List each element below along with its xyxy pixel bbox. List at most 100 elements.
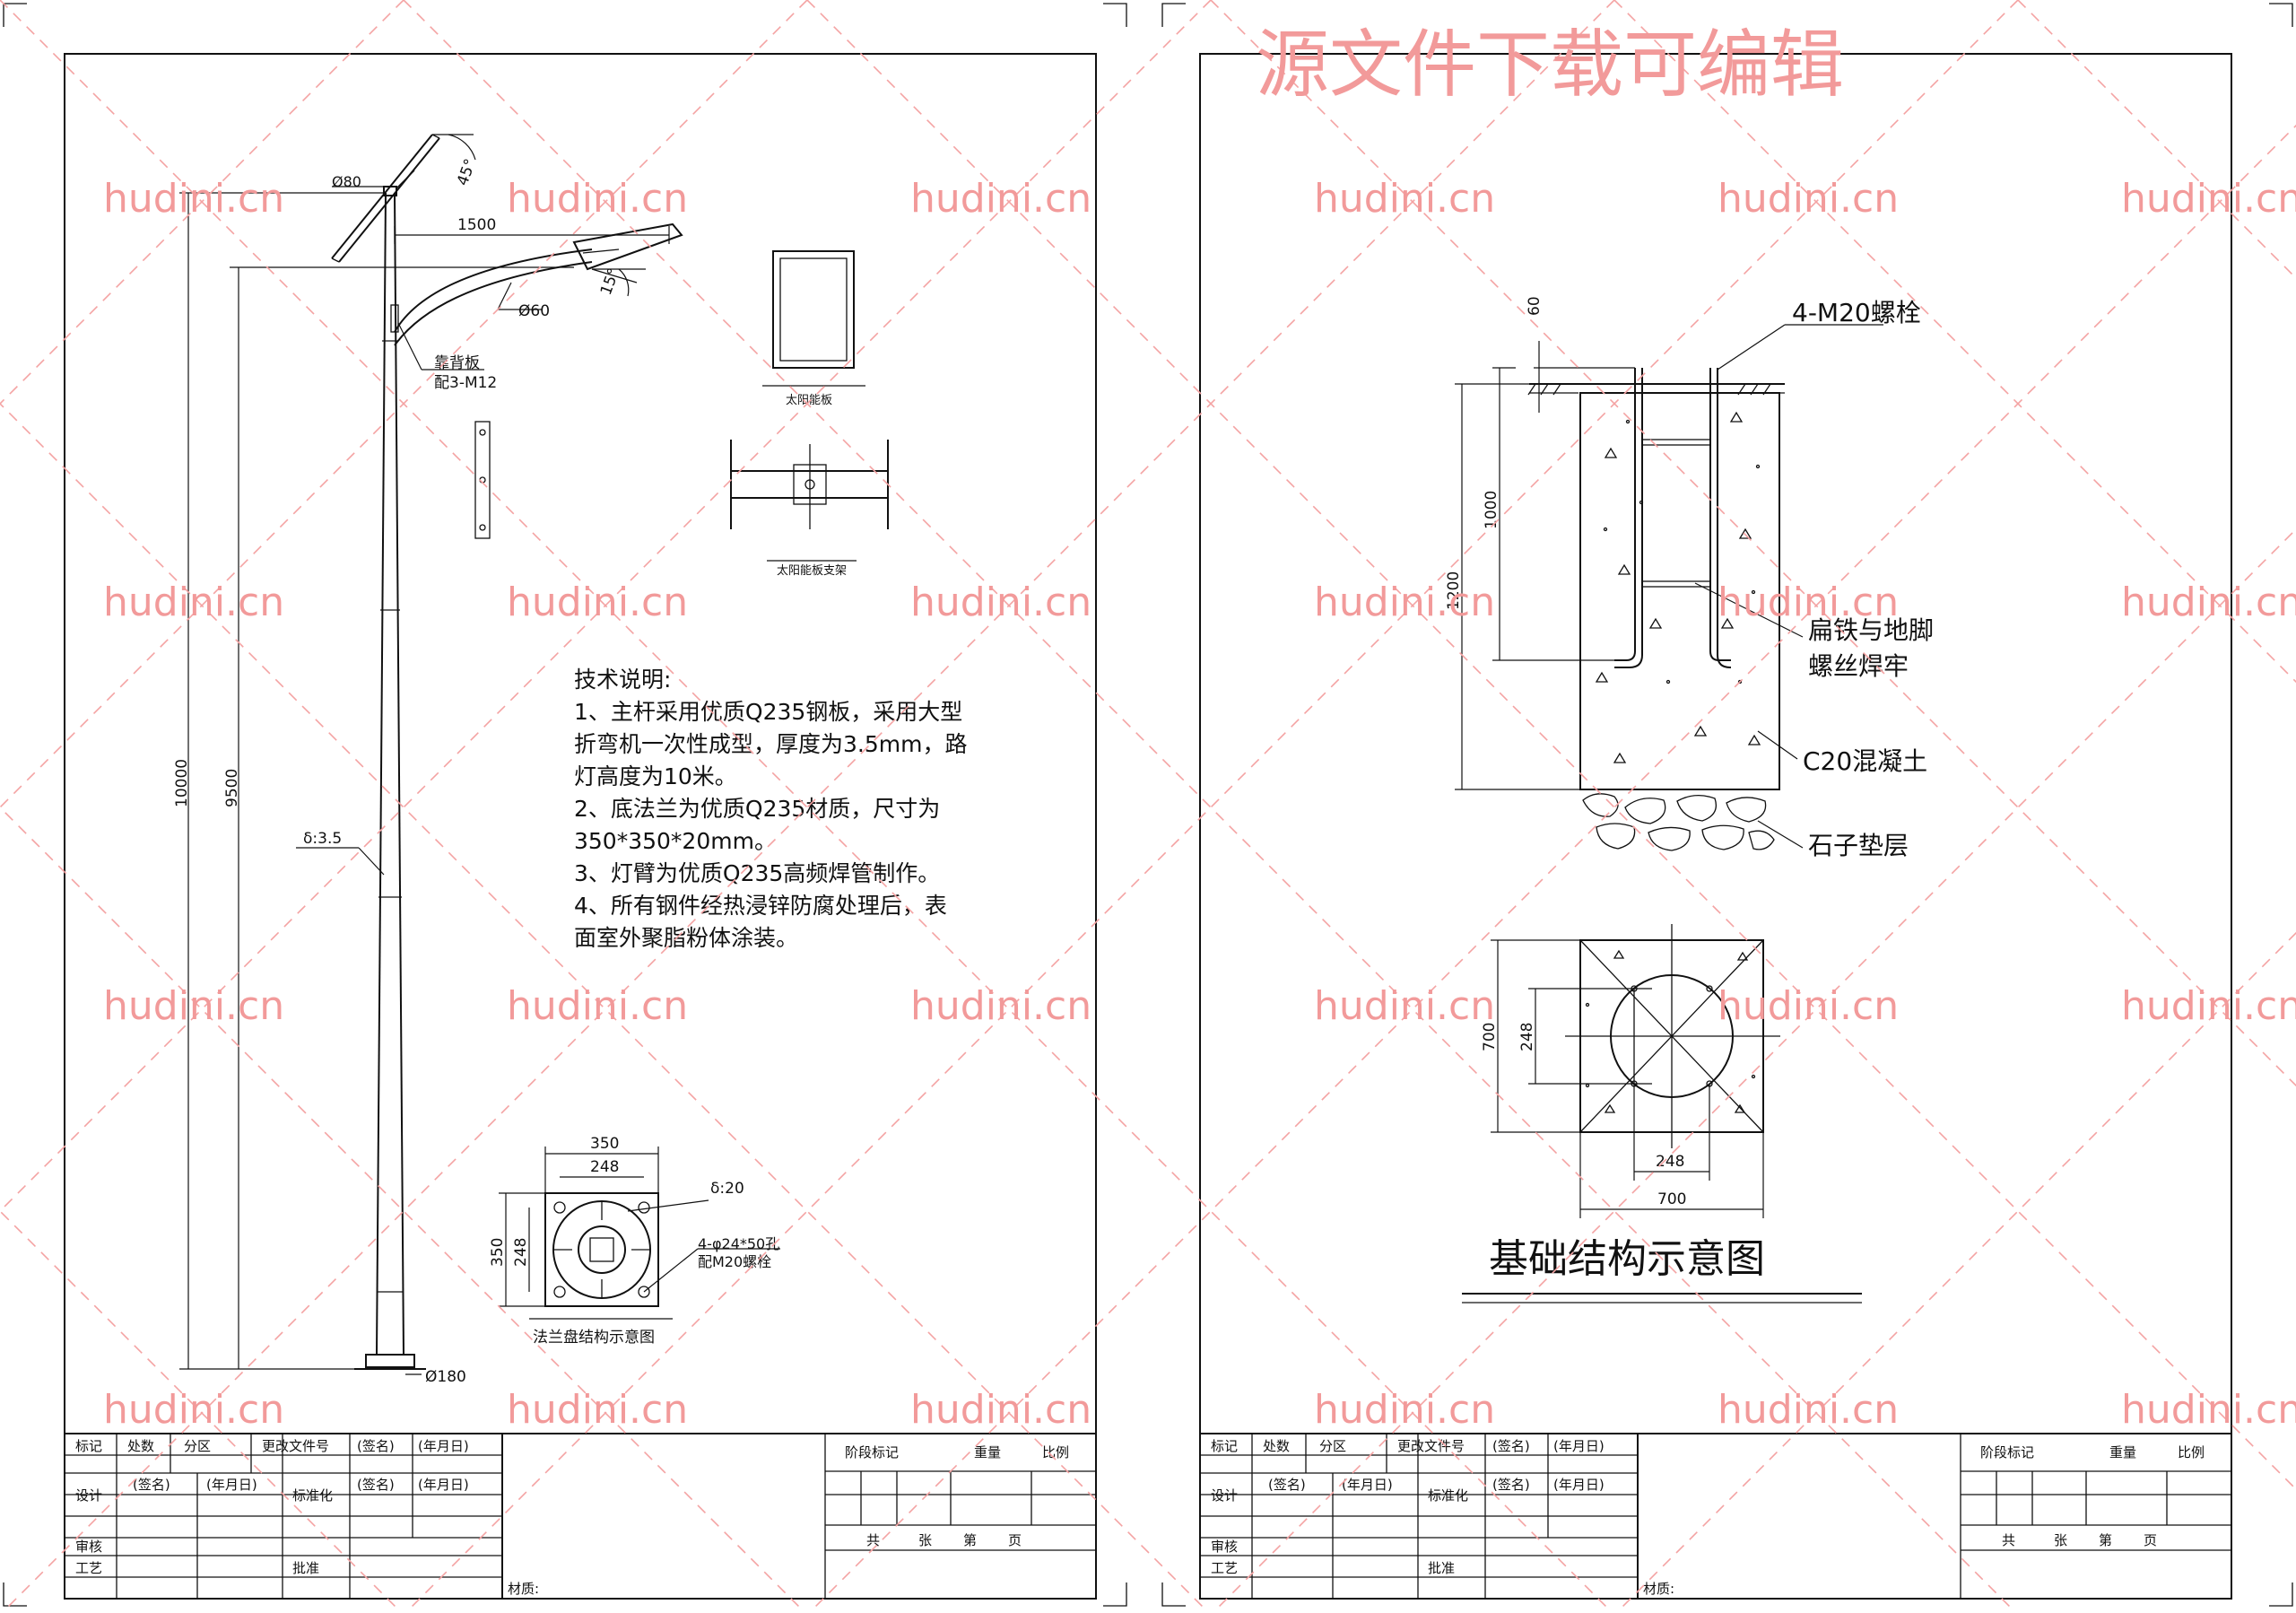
tech-note-line: 折弯机一次性成型，厚度为3.5mm，路 <box>574 731 967 757</box>
foundation-plan: 700 248 248 700 基础结构示意图 <box>1462 924 1862 1303</box>
tech-note-line: 2、底法兰为优质Q235材质，尺寸为 <box>574 796 940 822</box>
tb-stage: 阶段标记 <box>1980 1444 2034 1460</box>
watermark-diagonal <box>2017 0 2296 280</box>
pole-thickness: δ:3.5 <box>303 830 342 848</box>
tb-sheets: 张 <box>2054 1532 2067 1548</box>
watermark-text: hudini.cn <box>507 176 688 222</box>
tech-note-line: 面室外聚脂粉体涂装。 <box>574 925 798 951</box>
pole-height: 10000 <box>173 759 191 807</box>
tb-design: 设计 <box>75 1487 102 1504</box>
tb-weight: 重量 <box>2109 1444 2136 1460</box>
watermark-text: hudini.cn <box>103 580 284 625</box>
solar-panel-front: 太阳能板 <box>762 250 865 407</box>
watermark-diagonal <box>1215 527 2296 1610</box>
tb-material: 材质: <box>1643 1581 1674 1597</box>
sheet-frames <box>3 3 2293 1607</box>
tb-sign-2: (签名) <box>1268 1477 1306 1493</box>
tb-sign-1: (签名) <box>357 1438 395 1454</box>
foundation-depth: 1200 <box>1445 571 1463 610</box>
tb-date-1: (年月日) <box>1553 1438 1605 1454</box>
title-block-left: 标记 处数 分区 更改文件号 (签名) (年月日) 设计 (签名) (年月日) … <box>64 1433 1097 1600</box>
watermark-diagonal <box>1613 0 2296 684</box>
watermark-banner: 源文件下载可编辑 <box>1256 22 1844 108</box>
tb-material: 材质: <box>508 1581 539 1597</box>
anchor-bolt-label: 4-M20螺栓 <box>1792 298 1921 327</box>
panel-label: 太阳能板 <box>786 394 832 407</box>
flange-caption: 法兰盘结构示意图 <box>533 1329 655 1347</box>
tb-design: 设计 <box>1211 1487 1238 1504</box>
arm-diameter: Ø60 <box>518 302 550 320</box>
watermark-diagonal <box>0 1209 399 1610</box>
flange-width: 350 <box>590 1135 619 1153</box>
watermark-text: hudini.cn <box>1314 176 1495 222</box>
tb-date-3: (年月日) <box>418 1477 469 1493</box>
bolt-length: 1000 <box>1483 491 1500 529</box>
title-block-right: 标记 处数 分区 更改文件号 (签名) (年月日) 设计 (签名) (年月日) … <box>1199 1433 2232 1600</box>
watermark-diagonal <box>4 0 1615 1610</box>
foundation-caption: 基础结构示意图 <box>1489 1236 1765 1282</box>
tb-zone: 分区 <box>184 1438 211 1454</box>
watermark-diagonal <box>0 0 808 809</box>
tech-notes: 技术说明: 1、主杆采用优质Q235钢板，采用大型 折弯机一次性成型，厚度为3.… <box>574 667 967 951</box>
weld-note-line-2: 螺丝焊牢 <box>1808 651 1909 681</box>
tb-no: 第 <box>963 1532 977 1548</box>
tb-standard: 标准化 <box>292 1487 333 1504</box>
pole-elevation: Ø80 1500 45° 15° Ø60 靠背板 配3-M12 10000 95… <box>173 134 683 1386</box>
pole-base-diameter: Ø180 <box>425 1368 466 1386</box>
tb-count: 处数 <box>1263 1438 1290 1454</box>
watermark-text: hudini.cn <box>2121 983 2296 1029</box>
back-plate-bolts: 配3-M12 <box>434 374 497 392</box>
left-sheet-border <box>64 53 1097 1600</box>
watermark-text: hudini.cn <box>507 580 688 625</box>
tb-date-1: (年月日) <box>418 1438 469 1454</box>
flange-height: 350 <box>489 1238 507 1267</box>
watermark-text: hudini.cn <box>1314 580 1495 625</box>
foundation-section: 60 1000 1200 4-M20螺栓 扁铁与地脚 螺丝焊牢 C20混凝土 石… <box>1445 296 1934 860</box>
watermark-text: hudini.cn <box>910 580 1091 625</box>
watermark-text: hudini.cn <box>507 983 688 1029</box>
tb-page: 页 <box>1008 1532 1022 1548</box>
tb-approve: 批准 <box>292 1560 319 1576</box>
tb-date-2: (年月日) <box>1342 1477 1393 1493</box>
lamp-height: 9500 <box>223 769 241 807</box>
watermark-diagonal <box>408 0 2019 1610</box>
panel-bracket: 太阳能板支架 <box>730 440 889 578</box>
tb-scale: 比例 <box>2178 1444 2205 1460</box>
watermark-text: hudini.cn <box>1718 983 1899 1029</box>
tb-process: 工艺 <box>75 1560 102 1576</box>
tb-count: 处数 <box>127 1438 154 1454</box>
tech-note-line: 350*350*20mm。 <box>574 828 777 854</box>
flange-holes: 4-φ24*50孔 <box>698 1235 779 1252</box>
watermark-diagonal <box>403 0 2013 1610</box>
tb-approve: 批准 <box>1428 1560 1455 1576</box>
tb-change-doc: 更改文件号 <box>1397 1438 1465 1454</box>
tb-weight: 重量 <box>974 1444 1001 1460</box>
tb-standard: 标准化 <box>1428 1487 1468 1504</box>
pole-top-diameter: Ø80 <box>332 173 361 190</box>
tb-date-3: (年月日) <box>1553 1477 1605 1493</box>
tb-sign-1: (签名) <box>1492 1438 1530 1454</box>
tb-total: 共 <box>866 1532 880 1548</box>
watermark-text: hudini.cn <box>2121 580 2296 625</box>
weld-note-line-1: 扁铁与地脚 <box>1808 615 1934 645</box>
watermark-text: hudini.cn <box>1314 983 1495 1029</box>
flange-bolts: 配M20螺栓 <box>698 1253 771 1270</box>
watermark-texts: hudini.cn hudini.cn hudini.cn hudini.cn hudi… <box>103 176 2296 1433</box>
watermark-text: hudini.cn <box>103 176 284 222</box>
watermark-text: hudini.cn <box>910 1387 1091 1433</box>
watermark-diagonal <box>0 0 1610 1610</box>
concrete-hatching <box>1595 411 1761 763</box>
flange-hole-spacing-y: 248 <box>512 1238 530 1267</box>
watermark-text: hudini.cn <box>1718 176 1899 222</box>
panel-angle: 45° <box>454 157 480 188</box>
tb-no: 第 <box>2099 1532 2112 1548</box>
watermark-text: hudini.cn <box>2121 176 2296 222</box>
concrete-label: C20混凝土 <box>1803 746 1927 776</box>
tb-sign-3: (签名) <box>1492 1477 1530 1493</box>
tb-mark: 标记 <box>1211 1438 1238 1454</box>
watermark-diagonal <box>1210 0 2296 1087</box>
tb-sheets: 张 <box>918 1532 932 1548</box>
